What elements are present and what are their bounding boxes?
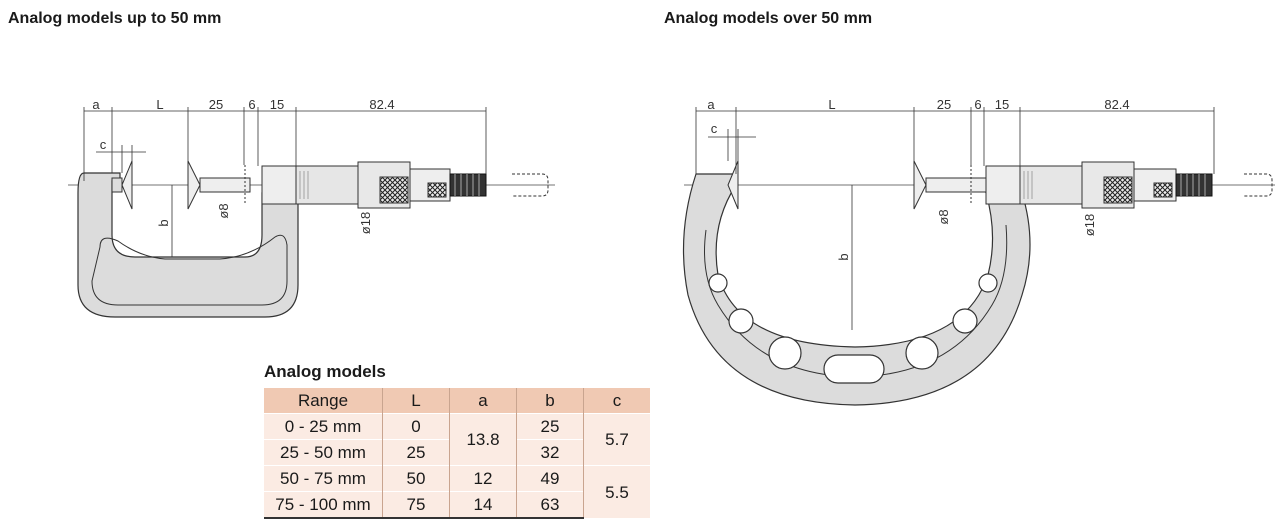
thimble-knurl [1103,176,1133,204]
cell-b: 32 [516,439,584,466]
anvil-shaft [111,177,123,193]
dim-82-4: 82.4 [1104,97,1129,112]
micrometer-drawing-large: a L 25 6 15 82.4 c b ø8 ø18 [682,97,1275,406]
cell-L: 0 [382,413,450,440]
spindle [199,177,251,193]
cell-range: 75 - 100 mm [264,491,383,519]
spindle-disc [913,160,927,210]
extension-phantom [512,173,549,197]
dim-82-4: 82.4 [369,97,394,112]
spec-table: Range L a b c 0 - 25 mm 0 13.8 25 5.7 25… [264,388,650,519]
dim-o8: ø8 [216,203,231,218]
cell-c: 5.5 [583,465,650,518]
dim-L: L [156,97,163,112]
cell-b: 49 [516,465,584,492]
cell-range: 25 - 50 mm [264,439,383,466]
thimble-body [1019,165,1083,205]
spindle [925,177,987,193]
cell-L: 75 [382,491,450,519]
dimension-lines [83,107,487,257]
dim-15: 15 [270,97,284,112]
cell-range: 50 - 75 mm [264,465,383,492]
frame-inner-panel [91,234,288,306]
dim-L: L [828,97,835,112]
anvil-disc [121,160,133,210]
col-header-a: a [449,388,517,414]
thimble-body [295,165,359,205]
dim-15: 15 [995,97,1009,112]
sleeve [261,165,297,205]
micrometer-drawing-small: a L 25 6 15 82.4 c b ø8 ø18 [68,97,555,318]
table-title: Analog models [264,362,386,381]
heading-over-50mm: Analog models over 50 mm [664,10,873,27]
heading-up-to-50mm: Analog models up to 50 mm [8,10,222,27]
cell-b: 25 [516,413,584,440]
dim-6: 6 [248,97,255,112]
thimble-knurl [379,176,409,204]
table-header-row: Range L a b c [264,388,650,414]
col-header-range: Range [264,388,383,414]
table-row: 0 - 25 mm 0 13.8 25 5.7 [264,413,650,466]
table-row: 75 - 100 mm 75 14 63 [264,491,650,519]
sleeve [985,165,1021,205]
dim-6: 6 [974,97,981,112]
cell-range: 0 - 25 mm [264,413,383,440]
cell-a: 12 [449,465,517,492]
spindle-disc [187,160,201,210]
ratchet-grip-lines [1180,174,1206,196]
dim-c: c [711,121,718,136]
table-row: 25 - 50 mm 25 32 [264,439,650,466]
thimble-scale [299,171,309,199]
dim-b: b [156,219,171,226]
dim-25: 25 [937,97,951,112]
dim-25: 25 [209,97,223,112]
frame-holes [708,273,998,384]
col-header-c: c [583,388,650,414]
thimble-scale [1023,171,1033,199]
cell-L: 25 [382,439,450,466]
dim-o18: ø18 [358,212,373,234]
frame [77,172,299,318]
dim-b: b [836,253,851,260]
table-row: 50 - 75 mm 50 12 49 5.5 [264,465,650,518]
anvil-disc [727,160,739,210]
ratchet-grip-lines [454,174,480,196]
dim-o18: ø18 [1082,214,1097,236]
dim-o8: ø8 [936,209,951,224]
col-header-L: L [382,388,450,414]
ratchet-knurl [1153,182,1173,198]
ratchet-cap [449,173,487,197]
dimension-lines [695,107,1215,330]
dim-c: c [100,137,107,152]
extension-phantom [1244,173,1273,197]
cell-a: 14 [449,491,517,519]
cell-c: 5.7 [583,413,650,466]
col-header-b: b [516,388,584,414]
ratchet-knurl [427,182,447,198]
cell-L: 50 [382,465,450,492]
cell-b: 63 [516,491,584,519]
dim-a: a [707,97,715,112]
cell-a: 13.8 [449,413,517,466]
dim-a: a [92,97,100,112]
ratchet-cap [1175,173,1213,197]
